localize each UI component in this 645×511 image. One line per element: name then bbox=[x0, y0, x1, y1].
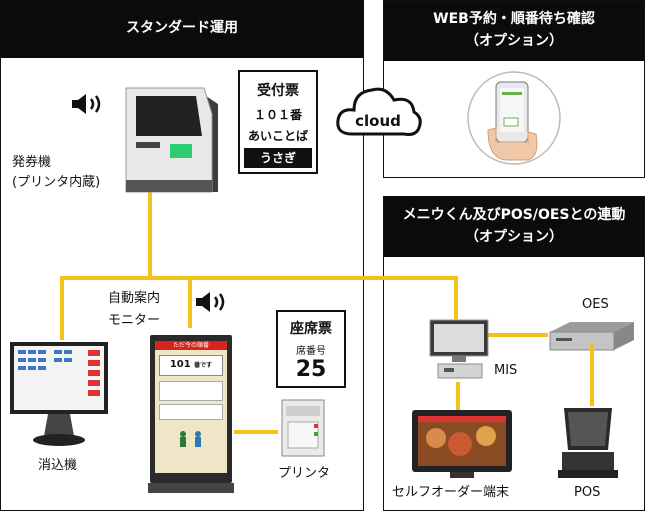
pos-label: POS bbox=[574, 485, 601, 500]
receipt-ticket-number: １０１番 bbox=[253, 108, 302, 122]
pos-panel-title: メニウくん及びPOS/OESとの連動 bbox=[402, 207, 626, 223]
guide-monitor: ただ今の順番 101 番です bbox=[148, 335, 234, 493]
pos-terminal-icon bbox=[558, 408, 618, 478]
standard-panel-bar bbox=[0, 0, 364, 58]
smartphone-hand-icon bbox=[467, 71, 561, 165]
receipt-ticket-word: うさぎ bbox=[244, 148, 312, 168]
seat-ticket: 座席票 席番号 25 bbox=[276, 310, 346, 388]
pos-panel-subtitle: （オプション） bbox=[465, 229, 563, 245]
oes-label: OES bbox=[582, 297, 609, 312]
seat-ticket-title: 座席票 bbox=[290, 321, 332, 337]
speaker-icon bbox=[72, 94, 101, 114]
printer-label: プリンタ bbox=[278, 466, 331, 481]
clear-device-label: 消込機 bbox=[38, 458, 78, 473]
monitor-number-suffix: 番です bbox=[194, 362, 213, 369]
receipt-ticket-title: 受付票 bbox=[257, 83, 299, 99]
speaker-icon bbox=[196, 292, 225, 312]
seat-ticket-number: 25 bbox=[295, 357, 327, 382]
web-panel-subtitle: （オプション） bbox=[465, 33, 563, 49]
self-order-label: セルフオーダー端末 bbox=[392, 485, 510, 500]
monitor-header: ただ今の順番 bbox=[155, 341, 227, 350]
standard-panel-heading: スタンダード運用 bbox=[126, 20, 238, 36]
clear-device-icon bbox=[10, 342, 108, 446]
kiosk-label: 発券機 bbox=[12, 155, 52, 170]
cloud-icon: cloud bbox=[336, 87, 422, 136]
cloud-label: cloud bbox=[355, 112, 401, 130]
monitor-number: 101 bbox=[169, 359, 191, 370]
pos-panel: メニウくん及びPOS/OESとの連動 （オプション） bbox=[383, 196, 645, 511]
ticket-kiosk-icon bbox=[125, 87, 218, 193]
kiosk-label-sub: (プリンタ内蔵) bbox=[12, 175, 101, 190]
mis-label: MIS bbox=[494, 363, 518, 378]
seat-ticket-label: 席番号 bbox=[296, 346, 326, 357]
oes-device-icon bbox=[549, 322, 634, 351]
monitor-label-sub: モニター bbox=[108, 313, 161, 328]
monitor-label: 自動案内 bbox=[108, 291, 161, 306]
receipt-ticket-name: あいことば bbox=[247, 129, 308, 143]
printer-icon bbox=[281, 399, 325, 457]
receipt-ticket: 受付票 １０１番 あいことば うさぎ bbox=[238, 70, 318, 174]
self-order-terminal-icon bbox=[412, 410, 512, 478]
web-panel-title: WEB予約・順番待ち確認 bbox=[433, 11, 595, 27]
mis-computer-icon bbox=[429, 319, 489, 379]
